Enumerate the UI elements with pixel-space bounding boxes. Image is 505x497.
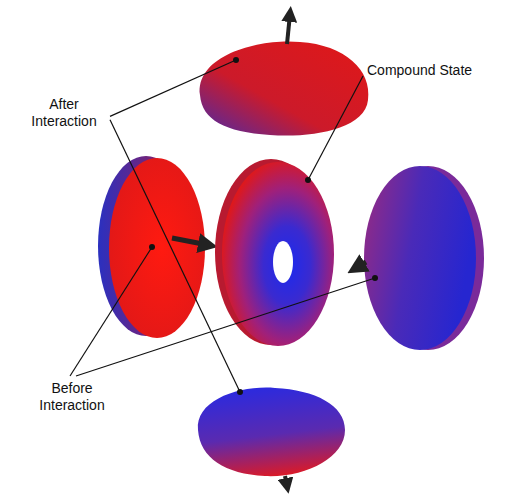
callout-label: Compound State bbox=[367, 62, 472, 79]
leader-dot bbox=[372, 275, 378, 281]
leader-line bbox=[110, 60, 236, 116]
leader-line bbox=[308, 76, 363, 180]
leader-dot bbox=[233, 57, 239, 63]
callout-label: Before Interaction bbox=[24, 380, 120, 414]
leader-line bbox=[70, 247, 152, 376]
leader-dot bbox=[305, 177, 311, 183]
leader-line bbox=[110, 120, 240, 392]
leader-dot bbox=[149, 244, 155, 250]
leader-dot bbox=[237, 389, 243, 395]
callout-label: After Interaction bbox=[22, 96, 106, 130]
leader-line bbox=[76, 278, 375, 376]
